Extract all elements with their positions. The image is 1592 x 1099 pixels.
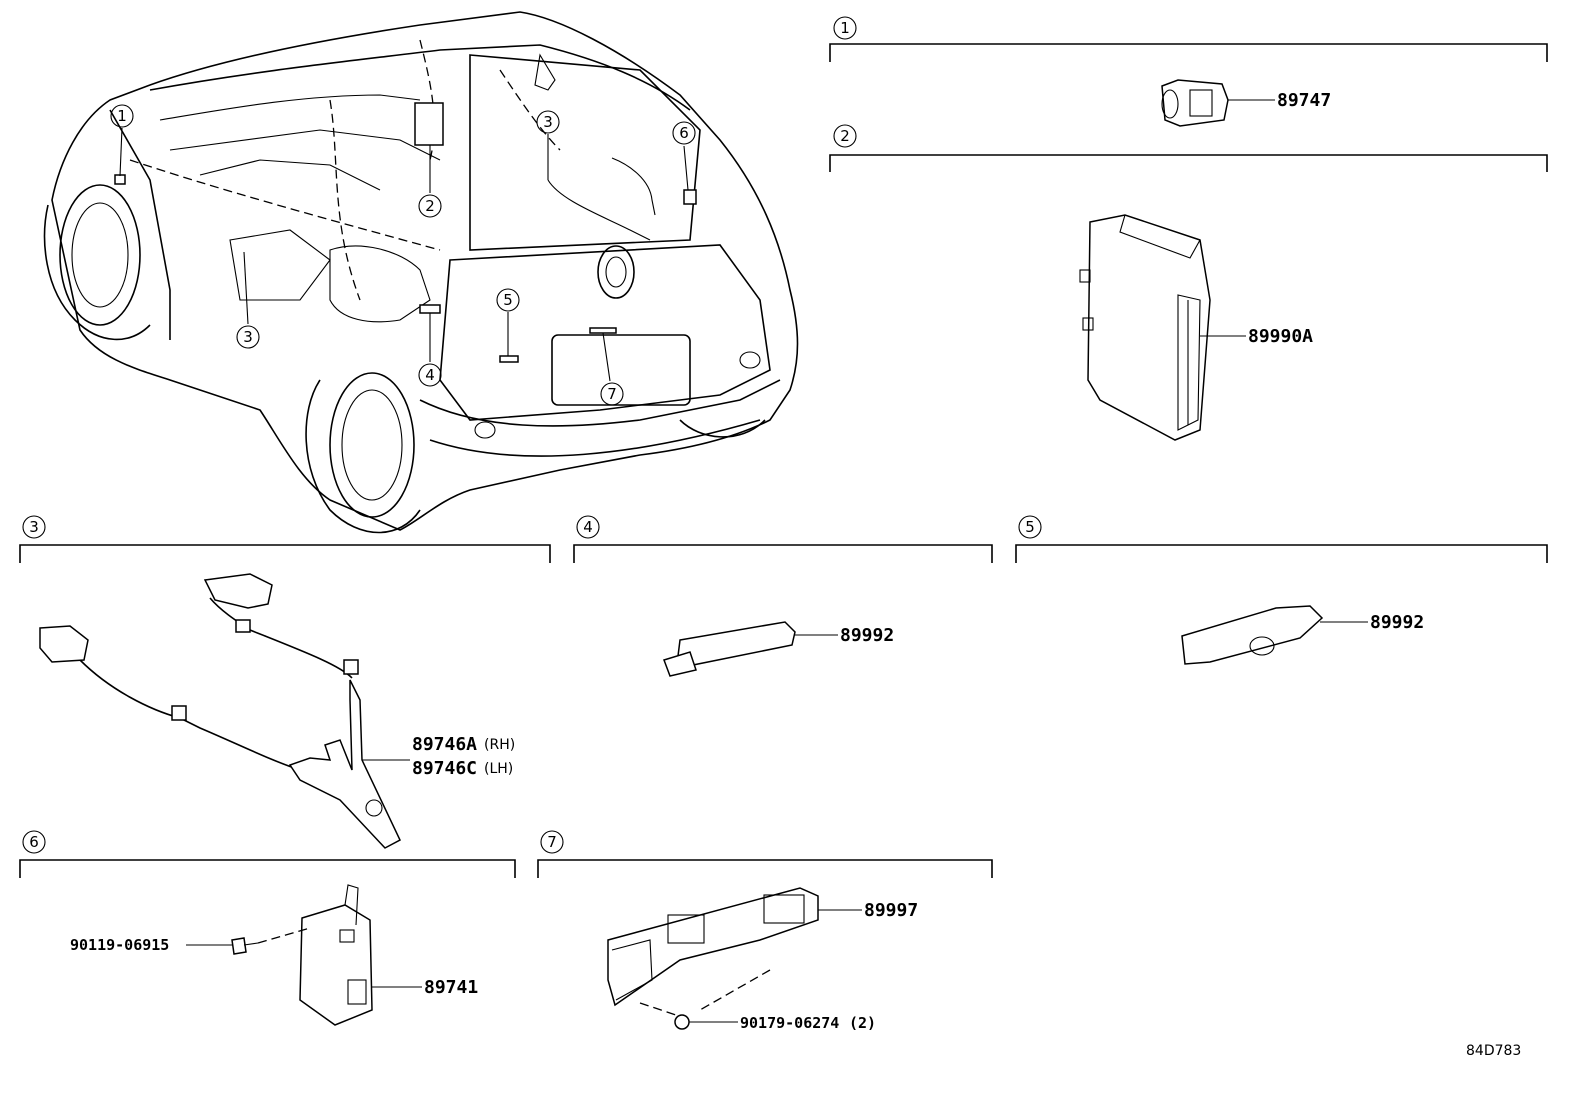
- section-2-number: 2: [840, 127, 850, 145]
- part-90119-06915: 90119-06915: [70, 936, 169, 954]
- section-6: 6 90119-06915 89741: [19, 830, 516, 1026]
- section-2: 2 89990A: [829, 124, 1548, 441]
- section-7-number: 7: [547, 833, 557, 851]
- svg-text:6: 6: [679, 124, 689, 142]
- svg-text:2: 2: [425, 197, 435, 215]
- callout-7: 7: [600, 382, 624, 406]
- sensor-89747-drawing: [1161, 79, 1275, 127]
- section-3: 3 89746A (RH) 89746C (LH): [19, 515, 551, 849]
- section-5-number: 5: [1025, 518, 1035, 536]
- antenna-89992-drawing: [663, 621, 838, 677]
- part-89992-b: 89992: [1370, 612, 1424, 633]
- part-89741: 89741: [424, 977, 478, 998]
- callout-2: 2: [418, 194, 442, 218]
- section-4-number: 4: [583, 518, 593, 536]
- qualifier-qty-2: (2): [849, 1014, 876, 1032]
- part-89997: 89997: [864, 900, 918, 921]
- part-89746A: 89746A: [412, 734, 477, 755]
- antenna-harness-drawing: [39, 573, 410, 849]
- callout-3-upper: 3: [536, 110, 560, 134]
- section-1-number: 1: [840, 19, 850, 37]
- ecu-89990A-drawing: [1079, 214, 1246, 441]
- part-89992-a: 89992: [840, 625, 894, 646]
- part-89746C: 89746C: [412, 758, 477, 779]
- section-4: 4 89992: [573, 515, 993, 677]
- section-5-bracket: [1015, 544, 1548, 563]
- section-7: 7 89997 90179-06274 (2): [537, 830, 993, 1032]
- part-90179-06274: 90179-06274: [740, 1014, 839, 1032]
- section-1-bracket: [829, 43, 1548, 62]
- receiver-89741-drawing: [186, 884, 422, 1026]
- qualifier-rh: (RH): [484, 737, 515, 753]
- drawing-id: 84D783: [1466, 1043, 1521, 1059]
- svg-text:3: 3: [543, 113, 553, 131]
- section-5: 5 89992: [1015, 515, 1548, 665]
- section-7-bracket: [537, 859, 993, 878]
- section-3-number: 3: [29, 518, 39, 536]
- antenna-89992-b-drawing: [1181, 605, 1368, 665]
- part-89990A: 89990A: [1248, 326, 1313, 347]
- section-2-bracket: [829, 154, 1548, 172]
- svg-text:1: 1: [117, 107, 127, 125]
- qualifier-lh: (LH): [484, 761, 513, 777]
- car-callouts: 1 2 3 3 4 5 6 7: [110, 104, 696, 406]
- callout-3-lower: 3: [236, 325, 260, 349]
- antenna-89997-drawing: [607, 887, 862, 1030]
- vehicle-overview: [43, 11, 799, 534]
- section-6-number: 6: [29, 833, 39, 851]
- callout-6: 6: [672, 121, 696, 145]
- svg-text:7: 7: [607, 385, 617, 403]
- callout-4: 4: [418, 363, 442, 387]
- section-6-bracket: [19, 859, 516, 878]
- svg-text:3: 3: [243, 328, 253, 346]
- callout-1: 1: [110, 104, 134, 128]
- svg-text:5: 5: [503, 291, 513, 309]
- section-1: 1 89747: [829, 16, 1548, 127]
- section-3-bracket: [19, 544, 551, 563]
- svg-text:4: 4: [425, 366, 435, 384]
- section-4-bracket: [573, 544, 993, 563]
- part-89747: 89747: [1277, 90, 1331, 111]
- callout-5: 5: [496, 288, 520, 312]
